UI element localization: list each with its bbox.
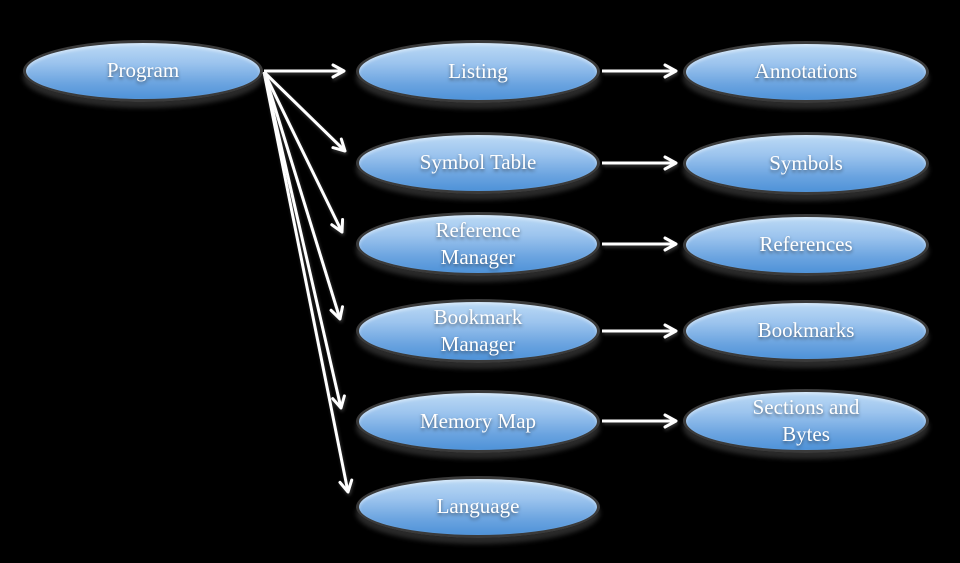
- node-sections-and-bytes: Sections and Bytes: [683, 389, 929, 453]
- edge-program-reference-manager-arrow: [262, 71, 345, 234]
- node-label: Symbols: [769, 150, 843, 175]
- node-label: References: [759, 232, 853, 257]
- node-label: Bookmark: [433, 304, 523, 329]
- edge-program-memory-map-arrow: [262, 71, 346, 410]
- node-listing: Listing: [356, 40, 600, 103]
- node-reference-manager: Reference Manager: [356, 212, 600, 276]
- node-bookmarks: Bookmarks: [683, 300, 929, 362]
- node-language: Language: [356, 476, 600, 538]
- node-symbols: Symbols: [683, 132, 929, 195]
- node-bookmark-manager: Bookmark Manager: [356, 299, 600, 363]
- node-label: Symbol Table: [419, 150, 537, 175]
- node-label: Memory Map: [419, 408, 537, 433]
- node-references: References: [683, 214, 929, 276]
- node-label: Bytes: [782, 422, 830, 446]
- node-label: Bookmarks: [757, 318, 855, 343]
- node-symbol-table: Symbol Table: [356, 132, 600, 194]
- node-annotations: Annotations: [683, 41, 929, 103]
- node-memory-map: Memory Map: [356, 390, 600, 453]
- edge-program-bookmark-manager-arrow: [262, 71, 344, 321]
- node-label: Sections and: [752, 394, 860, 419]
- node-program: Program: [23, 40, 263, 102]
- node-label: Language: [436, 494, 520, 519]
- edge-program-symbol-table-arrow: [262, 70, 347, 153]
- node-label: Manager: [440, 332, 516, 356]
- node-label: Program: [106, 58, 180, 83]
- node-label: Annotations: [754, 59, 858, 84]
- node-label: Manager: [440, 245, 516, 269]
- node-label: Listing: [448, 58, 508, 83]
- node-label: Reference: [435, 217, 521, 242]
- edge-program-language-arrow: [262, 71, 354, 494]
